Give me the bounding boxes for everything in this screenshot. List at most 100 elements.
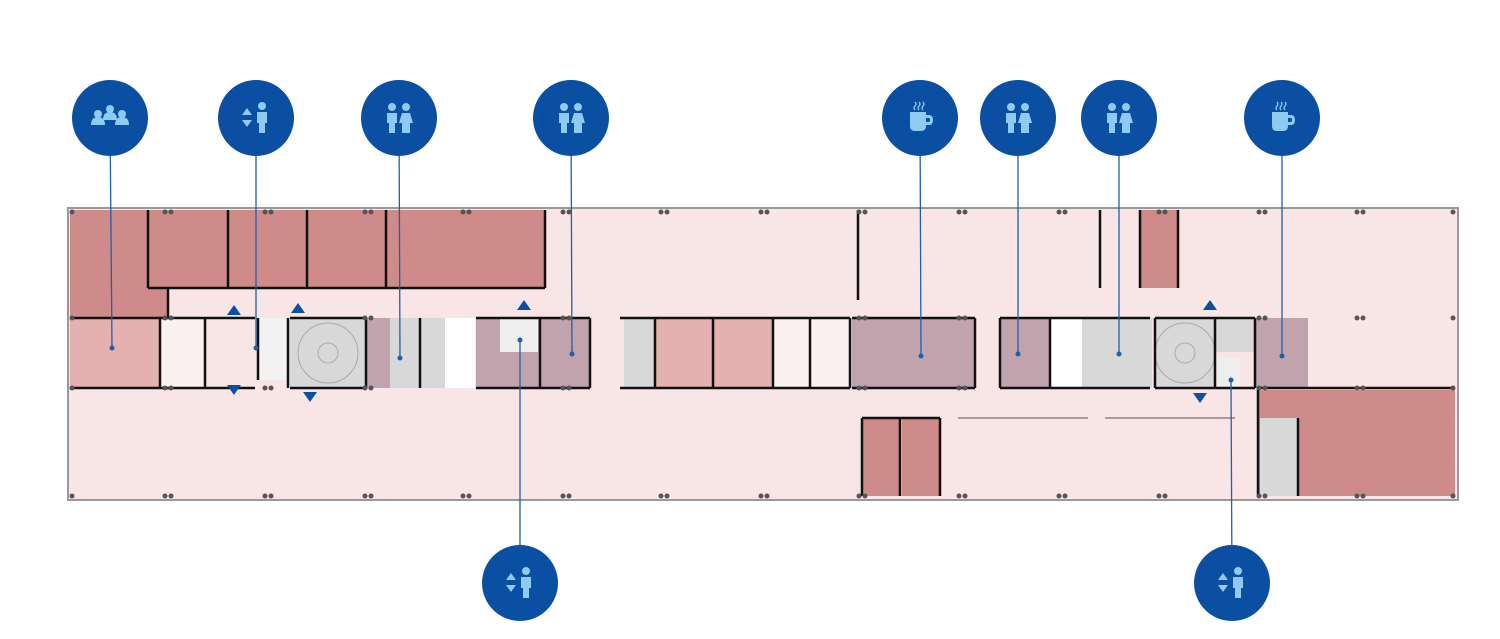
marker-badge[interactable] — [980, 80, 1056, 156]
column — [69, 315, 75, 321]
marker-pin — [1279, 353, 1285, 359]
lobby — [390, 318, 420, 388]
marker-badge[interactable] — [1194, 545, 1270, 621]
shaft — [420, 318, 445, 388]
column — [1062, 209, 1068, 215]
column — [362, 493, 368, 499]
column — [362, 385, 368, 391]
map-marker-coffee[interactable] — [1244, 80, 1320, 359]
column — [856, 385, 862, 391]
column — [658, 493, 664, 499]
arrow-up-icon — [1203, 300, 1217, 310]
column — [862, 385, 868, 391]
map-marker-elevator[interactable] — [1194, 377, 1270, 622]
column — [962, 315, 968, 321]
column — [1450, 493, 1456, 499]
map-marker-elevator[interactable] — [482, 337, 558, 622]
elevator-shaft — [500, 318, 538, 352]
column — [168, 493, 174, 499]
column — [566, 315, 572, 321]
column — [566, 493, 572, 499]
spiral-stair — [297, 322, 359, 384]
map-marker-restroom[interactable] — [1081, 80, 1157, 357]
column — [1256, 493, 1262, 499]
column — [856, 315, 862, 321]
column — [560, 209, 566, 215]
map-marker-restroom[interactable] — [980, 80, 1056, 357]
restroom — [1000, 318, 1050, 388]
arrow-up-icon — [517, 300, 531, 310]
marker-pin — [1015, 351, 1021, 357]
column — [460, 209, 466, 215]
column — [69, 493, 75, 499]
arrow-down-icon — [303, 392, 317, 402]
column — [1450, 315, 1456, 321]
column — [664, 493, 670, 499]
column — [1262, 315, 1268, 321]
map-marker-meeting-room[interactable] — [72, 80, 148, 351]
marker-leader-line — [398, 117, 401, 359]
column — [368, 385, 374, 391]
marker-badge[interactable] — [533, 80, 609, 156]
marker-badge[interactable] — [361, 80, 437, 156]
column — [162, 209, 168, 215]
column — [764, 209, 770, 215]
column — [1162, 209, 1168, 215]
column — [1354, 315, 1360, 321]
office-room — [902, 418, 940, 496]
marker-pin — [517, 337, 523, 343]
office-room — [862, 418, 900, 496]
column — [466, 209, 472, 215]
map-marker-elevator[interactable] — [218, 80, 294, 351]
column — [162, 315, 168, 321]
column — [862, 209, 868, 215]
column — [1354, 493, 1360, 499]
column — [168, 385, 174, 391]
column — [362, 315, 368, 321]
restroom — [366, 318, 390, 388]
marker-pin — [569, 351, 575, 357]
column — [466, 493, 472, 499]
stairwell — [290, 318, 366, 388]
column — [856, 493, 862, 499]
column — [1056, 493, 1062, 499]
column — [1256, 209, 1262, 215]
column — [764, 493, 770, 499]
map-marker-coffee[interactable] — [882, 80, 958, 359]
restroom — [540, 318, 590, 388]
arrow-up-icon — [227, 305, 241, 315]
column — [168, 209, 174, 215]
column — [1062, 493, 1068, 499]
column — [862, 315, 868, 321]
column — [368, 209, 374, 215]
arrow-down-icon — [227, 385, 241, 395]
column — [1360, 315, 1366, 321]
column — [362, 209, 368, 215]
marker-badge[interactable] — [482, 545, 558, 621]
marker-pin — [397, 355, 403, 361]
storage-room — [1260, 418, 1298, 496]
column — [956, 209, 962, 215]
marker-badge[interactable] — [218, 80, 294, 156]
map-marker-restroom[interactable] — [361, 80, 437, 361]
column — [560, 493, 566, 499]
column — [658, 209, 664, 215]
office-room — [655, 318, 713, 388]
shaft — [1050, 318, 1082, 388]
elevator-shaft — [1218, 358, 1240, 388]
map-marker-restroom[interactable] — [533, 80, 609, 357]
office-room — [713, 318, 773, 388]
column — [862, 493, 868, 499]
marker-leader-line — [919, 117, 922, 357]
column — [162, 385, 168, 391]
column — [1360, 493, 1366, 499]
marker-pin — [109, 345, 115, 351]
column — [956, 385, 962, 391]
column — [560, 385, 566, 391]
shaft — [445, 318, 475, 388]
marker-badge[interactable] — [1081, 80, 1157, 156]
column — [1262, 385, 1268, 391]
storage-room — [160, 318, 205, 388]
office-room — [1140, 210, 1178, 288]
column — [1450, 385, 1456, 391]
